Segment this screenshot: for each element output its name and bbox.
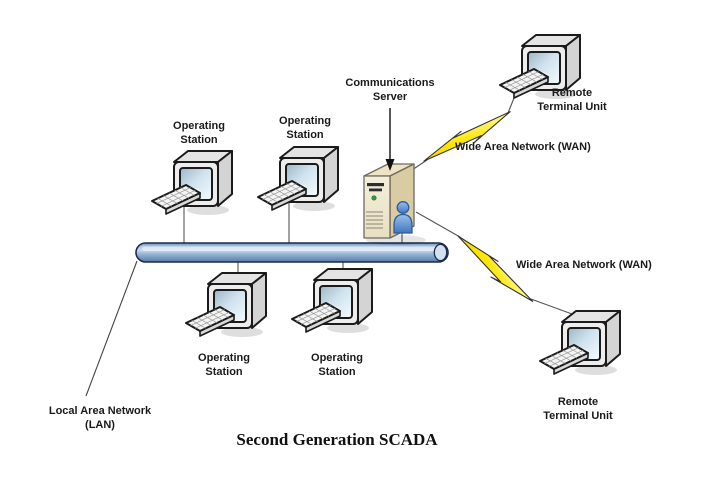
computer-icon bbox=[185, 272, 267, 337]
keyboard-icon bbox=[499, 68, 549, 99]
shadow bbox=[187, 205, 229, 215]
remote-terminal-unit-label: Remote Terminal Unit bbox=[543, 396, 613, 423]
computer-icon bbox=[499, 34, 581, 99]
wan-link-line bbox=[415, 211, 461, 238]
operating-station-label: Operating Station bbox=[198, 352, 250, 379]
lan-bus-icon bbox=[135, 242, 449, 263]
remote-terminal-unit-bottom-icon bbox=[538, 300, 624, 380]
operating-station-bottom-right-icon bbox=[290, 258, 376, 338]
keyboard-icon bbox=[151, 184, 201, 215]
operating-station-top-right-icon bbox=[256, 136, 342, 216]
keyboard-icon bbox=[291, 302, 341, 333]
keyboard-icon bbox=[185, 306, 235, 337]
keyboard-icon bbox=[539, 344, 589, 375]
operating-station-top-left-icon bbox=[150, 140, 236, 220]
shadow bbox=[535, 89, 577, 99]
lan-pointer-line bbox=[85, 260, 138, 397]
wan-link-line bbox=[507, 97, 515, 114]
operating-station-bottom-left-icon bbox=[184, 262, 270, 342]
computer-icon bbox=[291, 268, 373, 333]
diagram-title: Second Generation SCADA bbox=[236, 430, 438, 449]
person-icon bbox=[393, 201, 413, 234]
remote-terminal-unit-top-icon bbox=[498, 24, 584, 104]
wan-link-line bbox=[530, 298, 573, 315]
computer-icon bbox=[539, 310, 621, 375]
down-arrow-icon bbox=[385, 108, 395, 171]
wan-lightning-bottom-icon bbox=[457, 235, 534, 302]
comm-server-label: Communications Server bbox=[345, 77, 435, 104]
shadow bbox=[293, 201, 335, 211]
keyboard-icon bbox=[257, 180, 307, 211]
shadow bbox=[221, 327, 263, 337]
computer-icon bbox=[257, 146, 339, 211]
operating-station-label: Operating Station bbox=[173, 120, 225, 147]
lan-label: Local Area Network (LAN) bbox=[48, 405, 152, 432]
operating-station-label: Operating Station bbox=[279, 115, 331, 142]
shadow bbox=[327, 323, 369, 333]
shadow bbox=[575, 365, 617, 375]
wan-lightning-top-icon bbox=[423, 111, 511, 162]
remote-terminal-unit-label: Remote Terminal Unit bbox=[537, 87, 607, 114]
wan-label-bottom: Wide Area Network (WAN) bbox=[516, 259, 652, 271]
wan-label-top: Wide Area Network (WAN) bbox=[455, 141, 591, 153]
operating-station-label: Operating Station bbox=[311, 352, 363, 379]
computer-icon bbox=[151, 150, 233, 215]
